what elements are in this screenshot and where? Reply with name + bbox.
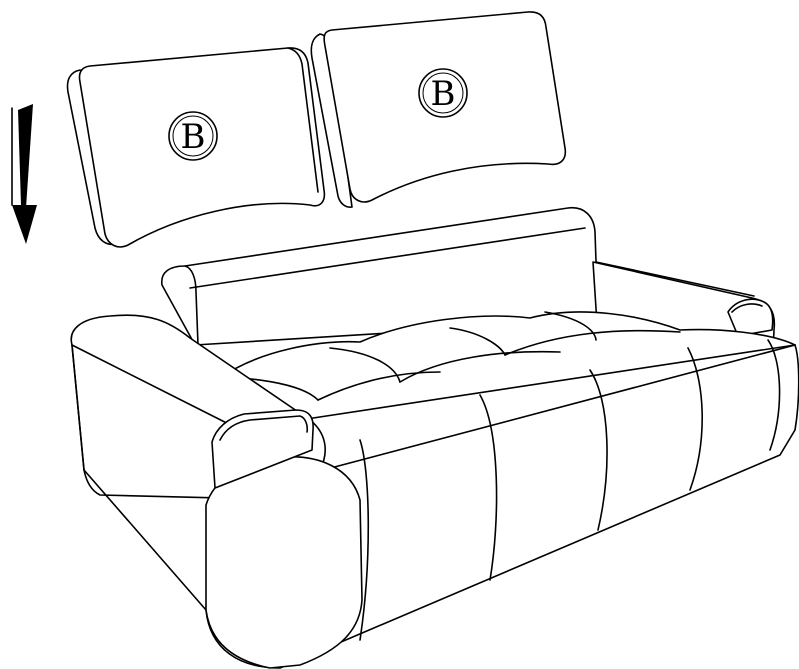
callout-label: B	[181, 117, 206, 157]
down-arrow-icon	[12, 104, 37, 244]
sofa-body	[71, 208, 798, 668]
callout-right: B	[419, 69, 467, 117]
callout-label: B	[431, 74, 456, 114]
callout-left: B	[169, 112, 217, 160]
